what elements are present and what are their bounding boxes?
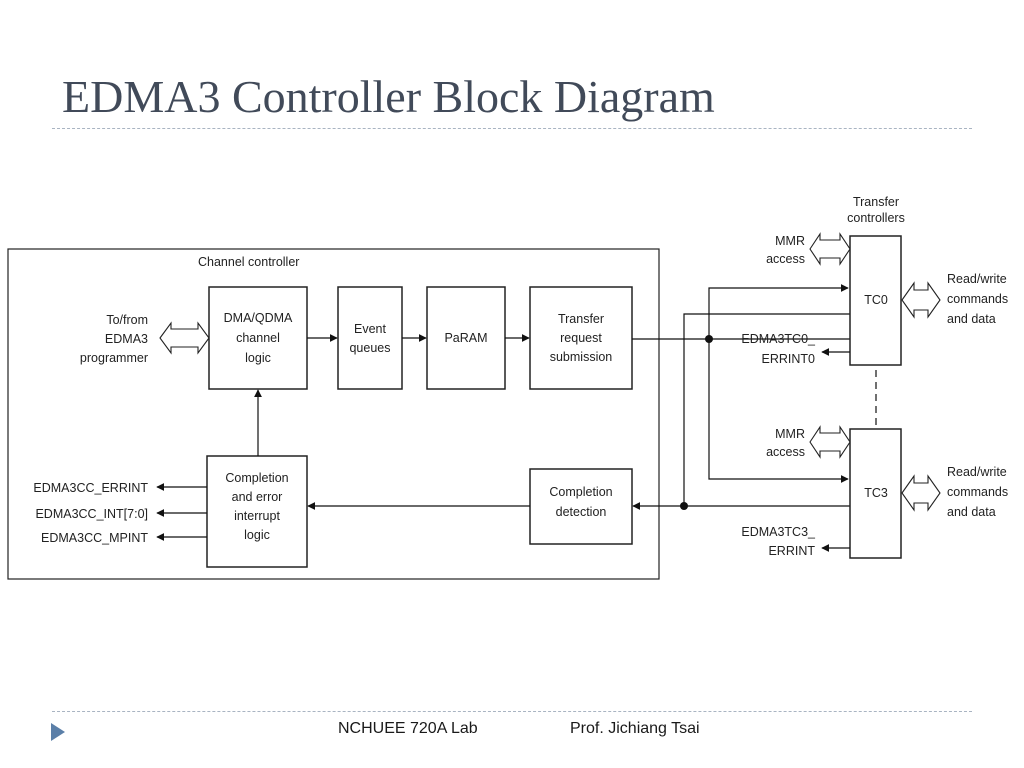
footer-prof-label: Prof. Jichiang Tsai [570,720,700,737]
ce-block-label-4: logic [244,528,270,542]
channel-controller-frame [7,248,660,580]
event-block-label-2: queues [349,341,390,355]
tc0-errint-label-2: ERRINT0 [762,352,816,366]
param-block [426,286,506,390]
ce-block-label-1: Completion [225,471,288,485]
tr-block-label-3: submission [550,350,613,364]
event-block-label-1: Event [354,322,386,336]
dma-block-label-3: logic [245,351,271,365]
cd-block-label-1: Completion [549,485,612,499]
tc3-readwrite-label-1: Read/write [947,465,1007,479]
programmer-label: To/from EDMA3 programmer [80,313,148,365]
tr-block-label-2: request [560,331,602,345]
programmer-bus-arrow [159,321,210,355]
tc3-block [849,428,902,559]
dma-block-label-2: channel [236,331,280,345]
tc0-errint-label-1: EDMA3TC0_ [741,332,816,346]
tc3-errint-label-1: EDMA3TC3_ [741,525,816,539]
tc3-errint-label-2: ERRINT [768,544,815,558]
tc0-mmr-label-1: MMR [775,234,805,248]
tc3-label: TC3 [864,486,888,500]
cc-errint-label: EDMA3CC_ERRINT [33,481,148,495]
slide-title: EDMA3 Controller Block Diagram [62,71,715,122]
ce-block-label-2: and error [232,490,283,504]
transfer-controllers-label-2: controllers [847,211,905,225]
completion-error-interrupt-logic-block [206,455,308,568]
param-block-label: PaRAM [444,331,487,345]
tc0-label: TC0 [864,293,888,307]
tc0-readwrite-bus-arrow [901,281,941,319]
footer-lab-label: NCHUEE 720A Lab [338,720,478,737]
transfer-controllers-label-1: Transfer [853,195,899,209]
tc0-readwrite-label-3: and data [947,312,996,326]
tc0-readwrite-label-2: commands [947,292,1008,306]
tc0-mmr-label-2: access [766,252,805,266]
tc0-block [849,235,902,366]
svg-text:programmer: programmer [80,351,148,365]
cd-bus-junction [680,502,688,510]
cc-int-label: EDMA3CC_INT[7:0] [35,507,148,521]
tc3-readwrite-label-3: and data [947,505,996,519]
svg-text:EDMA3: EDMA3 [105,332,148,346]
cc-mpint-label: EDMA3CC_MPINT [41,531,148,545]
dma-qdma-channel-logic-block [208,286,308,390]
transfer-request-submission-block [529,286,633,390]
footer-divider [52,711,972,712]
tr-bus-junction [705,335,713,343]
svg-text:To/from: To/from [106,313,148,327]
ce-block-label-3: interrupt [234,509,280,523]
dma-block-label-1: DMA/QDMA [224,311,293,325]
title-divider [52,128,972,129]
edma3-block-diagram: Channel controller To/from EDMA3 program… [7,195,1008,580]
tc0-mmr-bus-arrow [809,232,851,266]
channel-controller-label: Channel controller [198,255,299,269]
tr-to-tc3-line [708,339,849,483]
tc0-readwrite-label-1: Read/write [947,272,1007,286]
tc3-readwrite-label-2: commands [947,485,1008,499]
tc0-to-cd-line [683,313,850,506]
tc3-readwrite-bus-arrow [901,474,941,512]
play-arrow-icon [51,723,65,741]
tr-to-tc0-line [708,284,849,339]
tc3-mmr-label-1: MMR [775,427,805,441]
cd-block-label-2: detection [556,505,607,519]
tc3-mmr-bus-arrow [809,425,851,459]
event-queues-block [337,286,403,390]
tc3-mmr-label-2: access [766,445,805,459]
tr-block-label-1: Transfer [558,312,604,326]
